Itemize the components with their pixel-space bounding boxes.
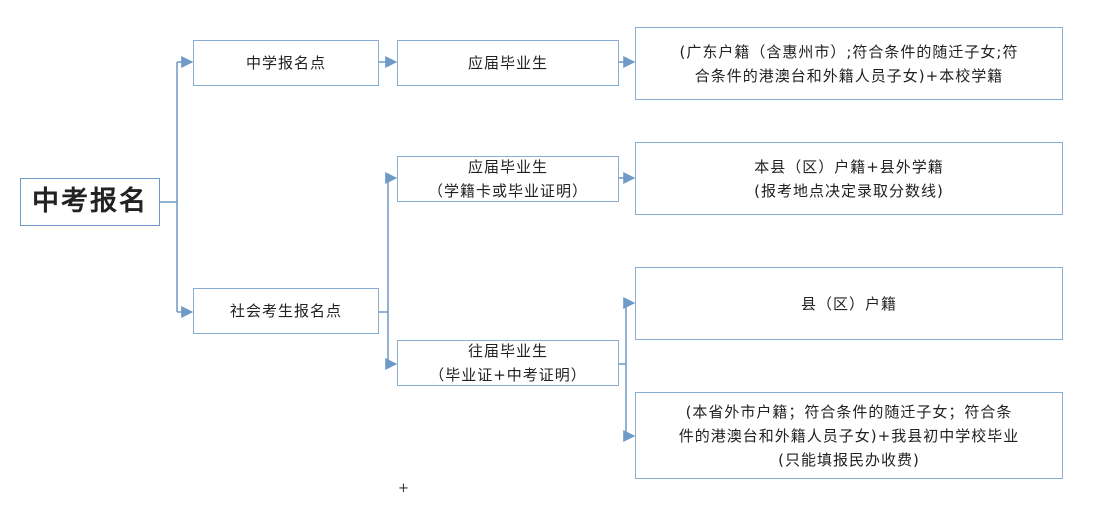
root-node-exam-registration: 中考报名 bbox=[20, 178, 160, 226]
node-past-graduate: 往届毕业生 （毕业证+中考证明） bbox=[397, 340, 619, 386]
req-1-line-2: 合条件的港澳台和外籍人员子女)+本校学籍 bbox=[694, 66, 1004, 85]
connector-root-trunk bbox=[160, 62, 178, 312]
fresh-grad-1-label: 应届毕业生 bbox=[467, 54, 548, 72]
req-1-line-1: (广东户籍（含惠州市）;符合条件的随迁子女;符 bbox=[679, 42, 1019, 61]
node-middle-school-registration: 中学报名点 bbox=[193, 40, 379, 86]
middle-school-label: 中学报名点 bbox=[245, 54, 326, 72]
req-3-line-1: 县（区）户籍 bbox=[800, 294, 897, 313]
social-label: 社会考生报名点 bbox=[229, 302, 342, 320]
node-requirement-guangdong-household: (广东户籍（含惠州市）;符合条件的随迁子女;符 合条件的港澳台和外籍人员子女)+… bbox=[635, 27, 1063, 100]
node-fresh-graduate-social: 应届毕业生 （学籍卡或毕业证明） bbox=[397, 156, 619, 202]
connector-social-trunk bbox=[379, 178, 389, 364]
fresh-grad-2-line-1: 应届毕业生 bbox=[467, 158, 548, 176]
req-4-line-1: (本省外市户籍；符合条件的随迁子女；符合条 bbox=[685, 402, 1013, 421]
connector-past-trunk bbox=[619, 303, 627, 436]
req-2-line-2: (报考地点决定录取分数线) bbox=[754, 181, 944, 200]
root-label: 中考报名 bbox=[32, 186, 148, 217]
node-requirement-county-household-outside-school: 本县（区）户籍+县外学籍 (报考地点决定录取分数线) bbox=[635, 142, 1063, 215]
req-4-line-3: (只能填报民办收费) bbox=[778, 450, 920, 469]
fresh-grad-2-line-2: （学籍卡或毕业证明） bbox=[427, 182, 588, 200]
past-grad-line-2: （毕业证+中考证明） bbox=[429, 366, 587, 384]
past-grad-line-1: 往届毕业生 bbox=[467, 342, 548, 360]
req-4-line-2: 件的港澳台和外籍人员子女)+我县初中学校毕业 bbox=[678, 426, 1020, 445]
crosshair-cursor-icon: + bbox=[398, 481, 409, 496]
node-fresh-graduate-middle: 应届毕业生 bbox=[397, 40, 619, 86]
node-requirement-county-household: 县（区）户籍 bbox=[635, 267, 1063, 340]
req-2-line-1: 本县（区）户籍+县外学籍 bbox=[754, 157, 944, 176]
node-social-candidate-registration: 社会考生报名点 bbox=[193, 288, 379, 334]
node-requirement-other-city-household: (本省外市户籍；符合条件的随迁子女；符合条 件的港澳台和外籍人员子女)+我县初中… bbox=[635, 392, 1063, 479]
